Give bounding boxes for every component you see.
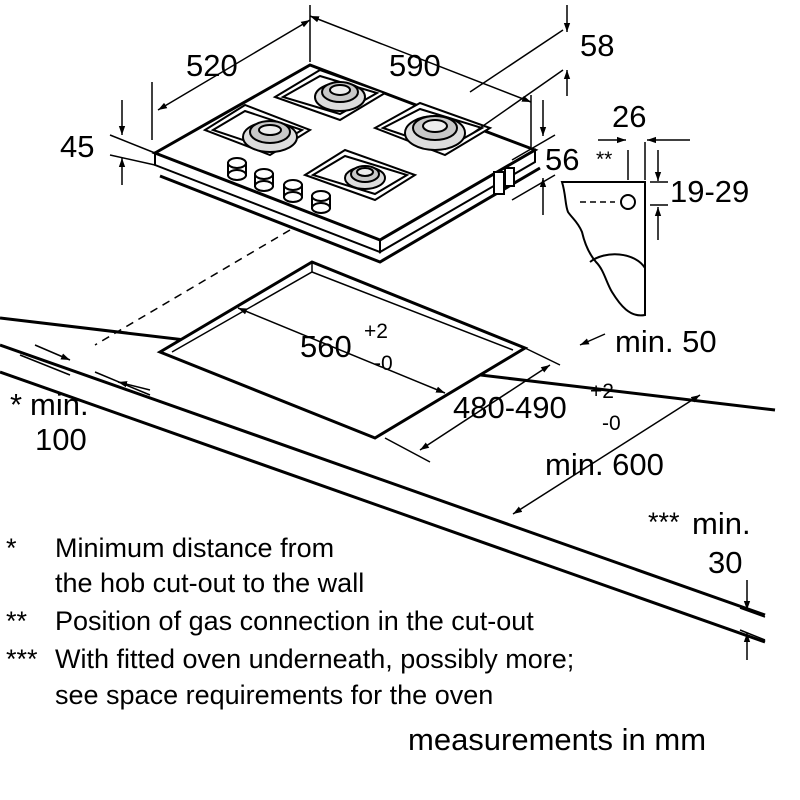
control-knobs [227,157,331,214]
label-min-thickness-label: min. [692,506,751,541]
dim-line-560 [237,307,446,394]
footnote-1-line-1: Minimum distance from [55,533,334,563]
footnote-2-line-1: Position of gas connection in the cut-ou… [55,606,534,636]
hob-tray [159,166,541,264]
label-min-front-edge: min. 50 [615,324,717,359]
footnote-1: * Minimum distance from the hob cut-out … [6,533,364,598]
dim-line-480-490 [419,364,551,451]
hob-foot-right [493,171,505,195]
footnote-3: *** With fitted oven underneath, possibl… [6,644,574,710]
label-min-wall-marker: * [10,387,22,422]
knob-3 [283,179,303,203]
label-underside-height: 56 [545,142,579,177]
knob-1 [227,157,247,181]
label-overall-depth: 58 [580,28,614,63]
footnote-3-line-2: see space requirements for the oven [55,680,493,710]
label-cutout-depth-tol-plus: +2 [590,380,614,403]
footnote-1-marker: * [6,533,17,563]
footnote-3-line-1: With fitted oven underneath, possibly mo… [55,644,574,674]
gas-connection-point [620,194,636,210]
label-min-thickness-marker: *** [648,507,680,537]
label-hob-depth: 520 [186,48,238,83]
label-cutout-width: 560 [300,329,352,364]
label-cutout-depth-tol-minus: -0 [602,412,621,435]
label-min-wall-value: 100 [35,422,87,457]
dimension-labels: 520 590 58 45 56 ** 26 19-29 560 +2 -0 4… [10,28,751,580]
worktop-front-line [0,343,766,617]
worktop-bottom-line [0,370,766,644]
footnote-2-marker: ** [6,606,28,636]
burner-back [314,81,366,112]
footnote-1-line-2: the hob cut-out to the wall [55,568,364,598]
units-note: measurements in mm [408,722,706,757]
dim-line-590 [309,15,532,103]
label-min-thickness-value: 30 [708,545,742,580]
footnote-2: ** Position of gas connection in the cut… [6,606,534,636]
hob [151,63,541,264]
label-gas-marker: ** [596,148,612,171]
burner-right [404,115,466,151]
knob-4 [311,190,331,214]
label-cutout-width-tol-minus: -0 [374,352,393,375]
hob-dimension-lines [94,5,571,346]
label-cutout-depth: 480-490 [453,390,567,425]
label-min-wall-label: min. [30,387,89,422]
cutout-dimension-lines [19,307,766,660]
footnotes: * Minimum distance from the hob cut-out … [6,533,706,757]
footnote-3-marker: *** [6,644,38,674]
label-gas-offset: 26 [612,99,646,134]
gas-connection-detail [560,136,690,317]
dim-line-520 [157,19,311,111]
bracket-profile [560,181,646,317]
label-cutout-width-tol-plus: +2 [364,320,388,343]
label-hob-width: 590 [389,48,441,83]
label-hob-height: 45 [60,129,94,164]
gas-inlet [504,167,515,187]
dim-line-600 [512,394,701,515]
burner-front [344,165,386,190]
label-gas-depth: 19-29 [670,174,749,209]
burner-left [242,120,298,153]
knob-2 [254,168,274,192]
label-min-worktop-depth: min. 600 [545,447,664,482]
